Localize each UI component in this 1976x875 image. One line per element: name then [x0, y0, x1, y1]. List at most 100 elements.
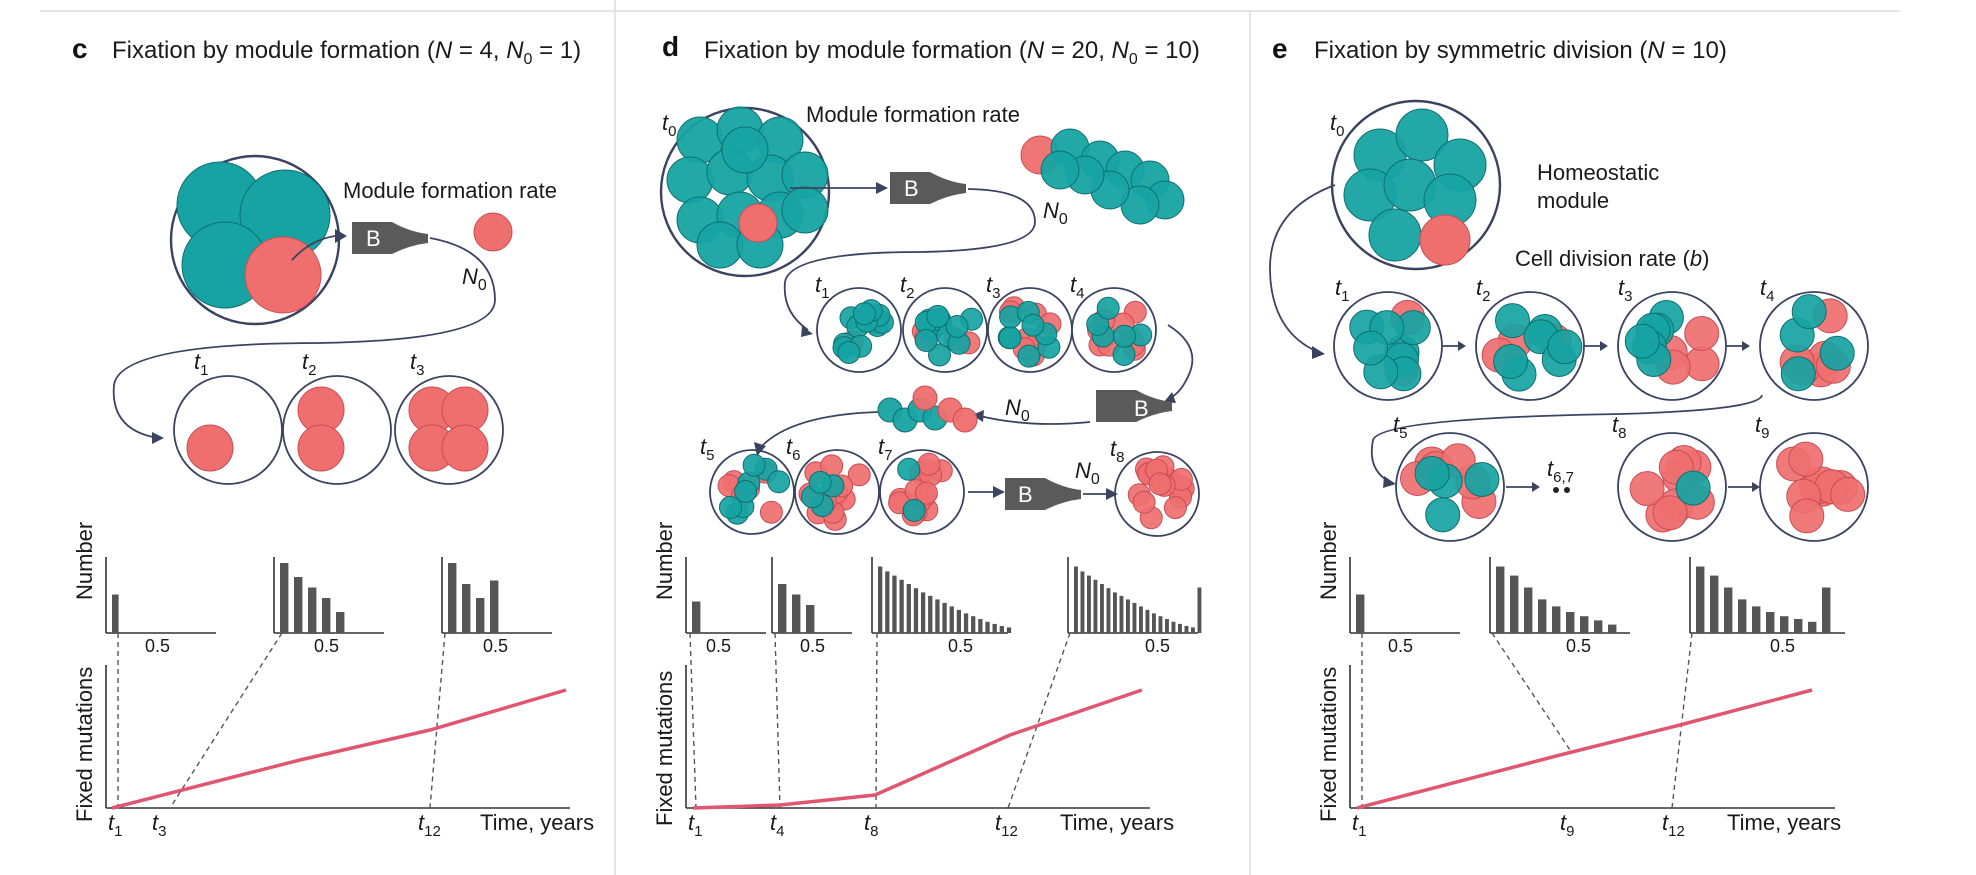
mutant-cell — [1789, 498, 1825, 534]
param-value: = 20 — [1044, 37, 1098, 64]
histogram-bar — [112, 594, 119, 633]
histogram-bar — [999, 626, 1004, 633]
panel-letter: e — [1272, 33, 1288, 64]
module-group — [987, 287, 1073, 373]
timepoint-sub: 5 — [1399, 425, 1407, 442]
x-tick-sub: 3 — [158, 823, 166, 840]
timepoint-label: t — [662, 110, 669, 135]
wild-type-cell — [926, 304, 950, 328]
panel-d-schematic: t0 Module formation rate B N0 B N0 B N0 … — [659, 102, 1200, 537]
wild-type-cell — [1464, 462, 1500, 497]
chart-panel-c — [105, 557, 570, 810]
module-group — [1759, 432, 1869, 542]
svg-text:t2: t2 — [302, 349, 316, 379]
mutant-cell — [244, 236, 322, 314]
panel-e-schematic: t0 Homeostatic module Cell division rate… — [1269, 99, 1869, 542]
svg-text:Fixation by module formation (: Fixation by module formation (N = 20, N0… — [704, 37, 1200, 68]
histogram-bar — [913, 588, 919, 633]
x-tick-sub: 1 — [1358, 823, 1366, 840]
histogram-bar — [906, 584, 911, 633]
hist-tick: 0.5 — [800, 636, 825, 656]
x-tick: t — [418, 810, 425, 835]
param-value: = 1 — [532, 37, 573, 64]
ylabel-number: Number — [1316, 522, 1341, 600]
svg-text:t0: t0 — [662, 110, 676, 140]
ellipsis-dot — [1553, 487, 1559, 493]
hist-tick: 0.5 — [1145, 636, 1170, 656]
histogram-bar — [920, 592, 926, 633]
histogram-bar — [985, 621, 990, 633]
bottleneck-icon — [352, 222, 428, 254]
wild-type-cell — [808, 470, 832, 494]
svg-text:Cell division rate (b): Cell division rate (b) — [1515, 246, 1709, 271]
histogram-bar — [1197, 587, 1202, 633]
module-group — [1617, 432, 1727, 542]
x-tick: t — [1662, 810, 1669, 835]
svg-text:t3: t3 — [152, 810, 166, 840]
histogram-t12 — [441, 557, 552, 634]
x-tick: t — [108, 810, 115, 835]
n0-label: N — [1043, 198, 1059, 223]
histogram-t1 — [685, 557, 766, 634]
histogram-bar — [978, 619, 983, 633]
arrow — [783, 188, 1036, 331]
wild-type-cell — [1021, 313, 1045, 337]
svg-text:t6,7: t6,7 — [1547, 456, 1574, 486]
arrow — [1167, 324, 1194, 399]
histogram-bar — [1752, 606, 1761, 633]
timepoint-label: t — [700, 434, 707, 459]
histogram-bar — [1178, 623, 1182, 633]
svg-text:t4: t4 — [1760, 275, 1774, 305]
mutant-cell — [1629, 471, 1665, 507]
svg-text:t1: t1 — [1335, 275, 1349, 305]
svg-text:t9: t9 — [1560, 810, 1574, 840]
timepoint-sub: 5 — [706, 447, 714, 464]
histogram-bar — [1510, 575, 1519, 633]
timepoint-sub: 1 — [821, 285, 829, 302]
timepoint-sub: 3 — [416, 362, 424, 379]
histogram-bar — [1822, 587, 1831, 633]
histogram-bar — [956, 609, 962, 633]
histogram-bar — [1087, 575, 1091, 633]
param-value: = 10 — [1665, 37, 1719, 64]
histogram-bar — [778, 584, 787, 633]
ylabel-number: Number — [652, 522, 677, 600]
histogram-bar — [1184, 626, 1189, 633]
panel-d-title: d Fixation by module formation (N = 20, … — [662, 31, 1200, 68]
param-name: N — [1027, 37, 1045, 64]
timepoint-label: t — [1393, 412, 1400, 437]
timepoint-sub: 3 — [992, 285, 1000, 302]
histogram-bar — [1808, 621, 1817, 633]
mutant-cell — [914, 481, 938, 505]
param-value: = 10 — [1138, 37, 1192, 64]
histogram-bar — [448, 563, 457, 633]
timepoint-sub: 0 — [668, 123, 676, 140]
wild-type-cell — [696, 221, 744, 269]
mutant-cell — [1652, 495, 1688, 531]
histogram-bar — [942, 602, 947, 633]
module — [173, 375, 283, 485]
wild-type-cell — [1096, 296, 1120, 320]
mutant-cell — [952, 407, 978, 433]
wild-type-cell — [914, 329, 938, 352]
timepoint-label: t — [986, 272, 993, 297]
timepoint-sub: 4 — [1076, 285, 1084, 302]
wild-type-cell — [837, 341, 861, 364]
wild-type-cell — [1425, 497, 1461, 533]
histogram-bar — [963, 613, 969, 633]
timepoint-sub: 6,7 — [1553, 469, 1574, 486]
ellipsis-dot — [1564, 487, 1570, 493]
x-tick-sub: 12 — [1668, 823, 1685, 840]
arrow — [112, 237, 496, 439]
histogram-bar — [1093, 579, 1098, 633]
timepoint-label: t — [1612, 412, 1619, 437]
hist-tick: 0.5 — [1388, 636, 1413, 656]
histogram-bar — [1794, 619, 1803, 633]
timepoint-label: t — [410, 349, 417, 374]
connector-dashed — [689, 632, 697, 809]
histogram-bar — [1145, 609, 1150, 633]
histogram-bar — [1126, 599, 1130, 633]
svg-text:t1: t1 — [194, 349, 208, 379]
bottleneck-label: B — [1134, 396, 1149, 421]
timepoint-sub: 4 — [1766, 288, 1774, 305]
